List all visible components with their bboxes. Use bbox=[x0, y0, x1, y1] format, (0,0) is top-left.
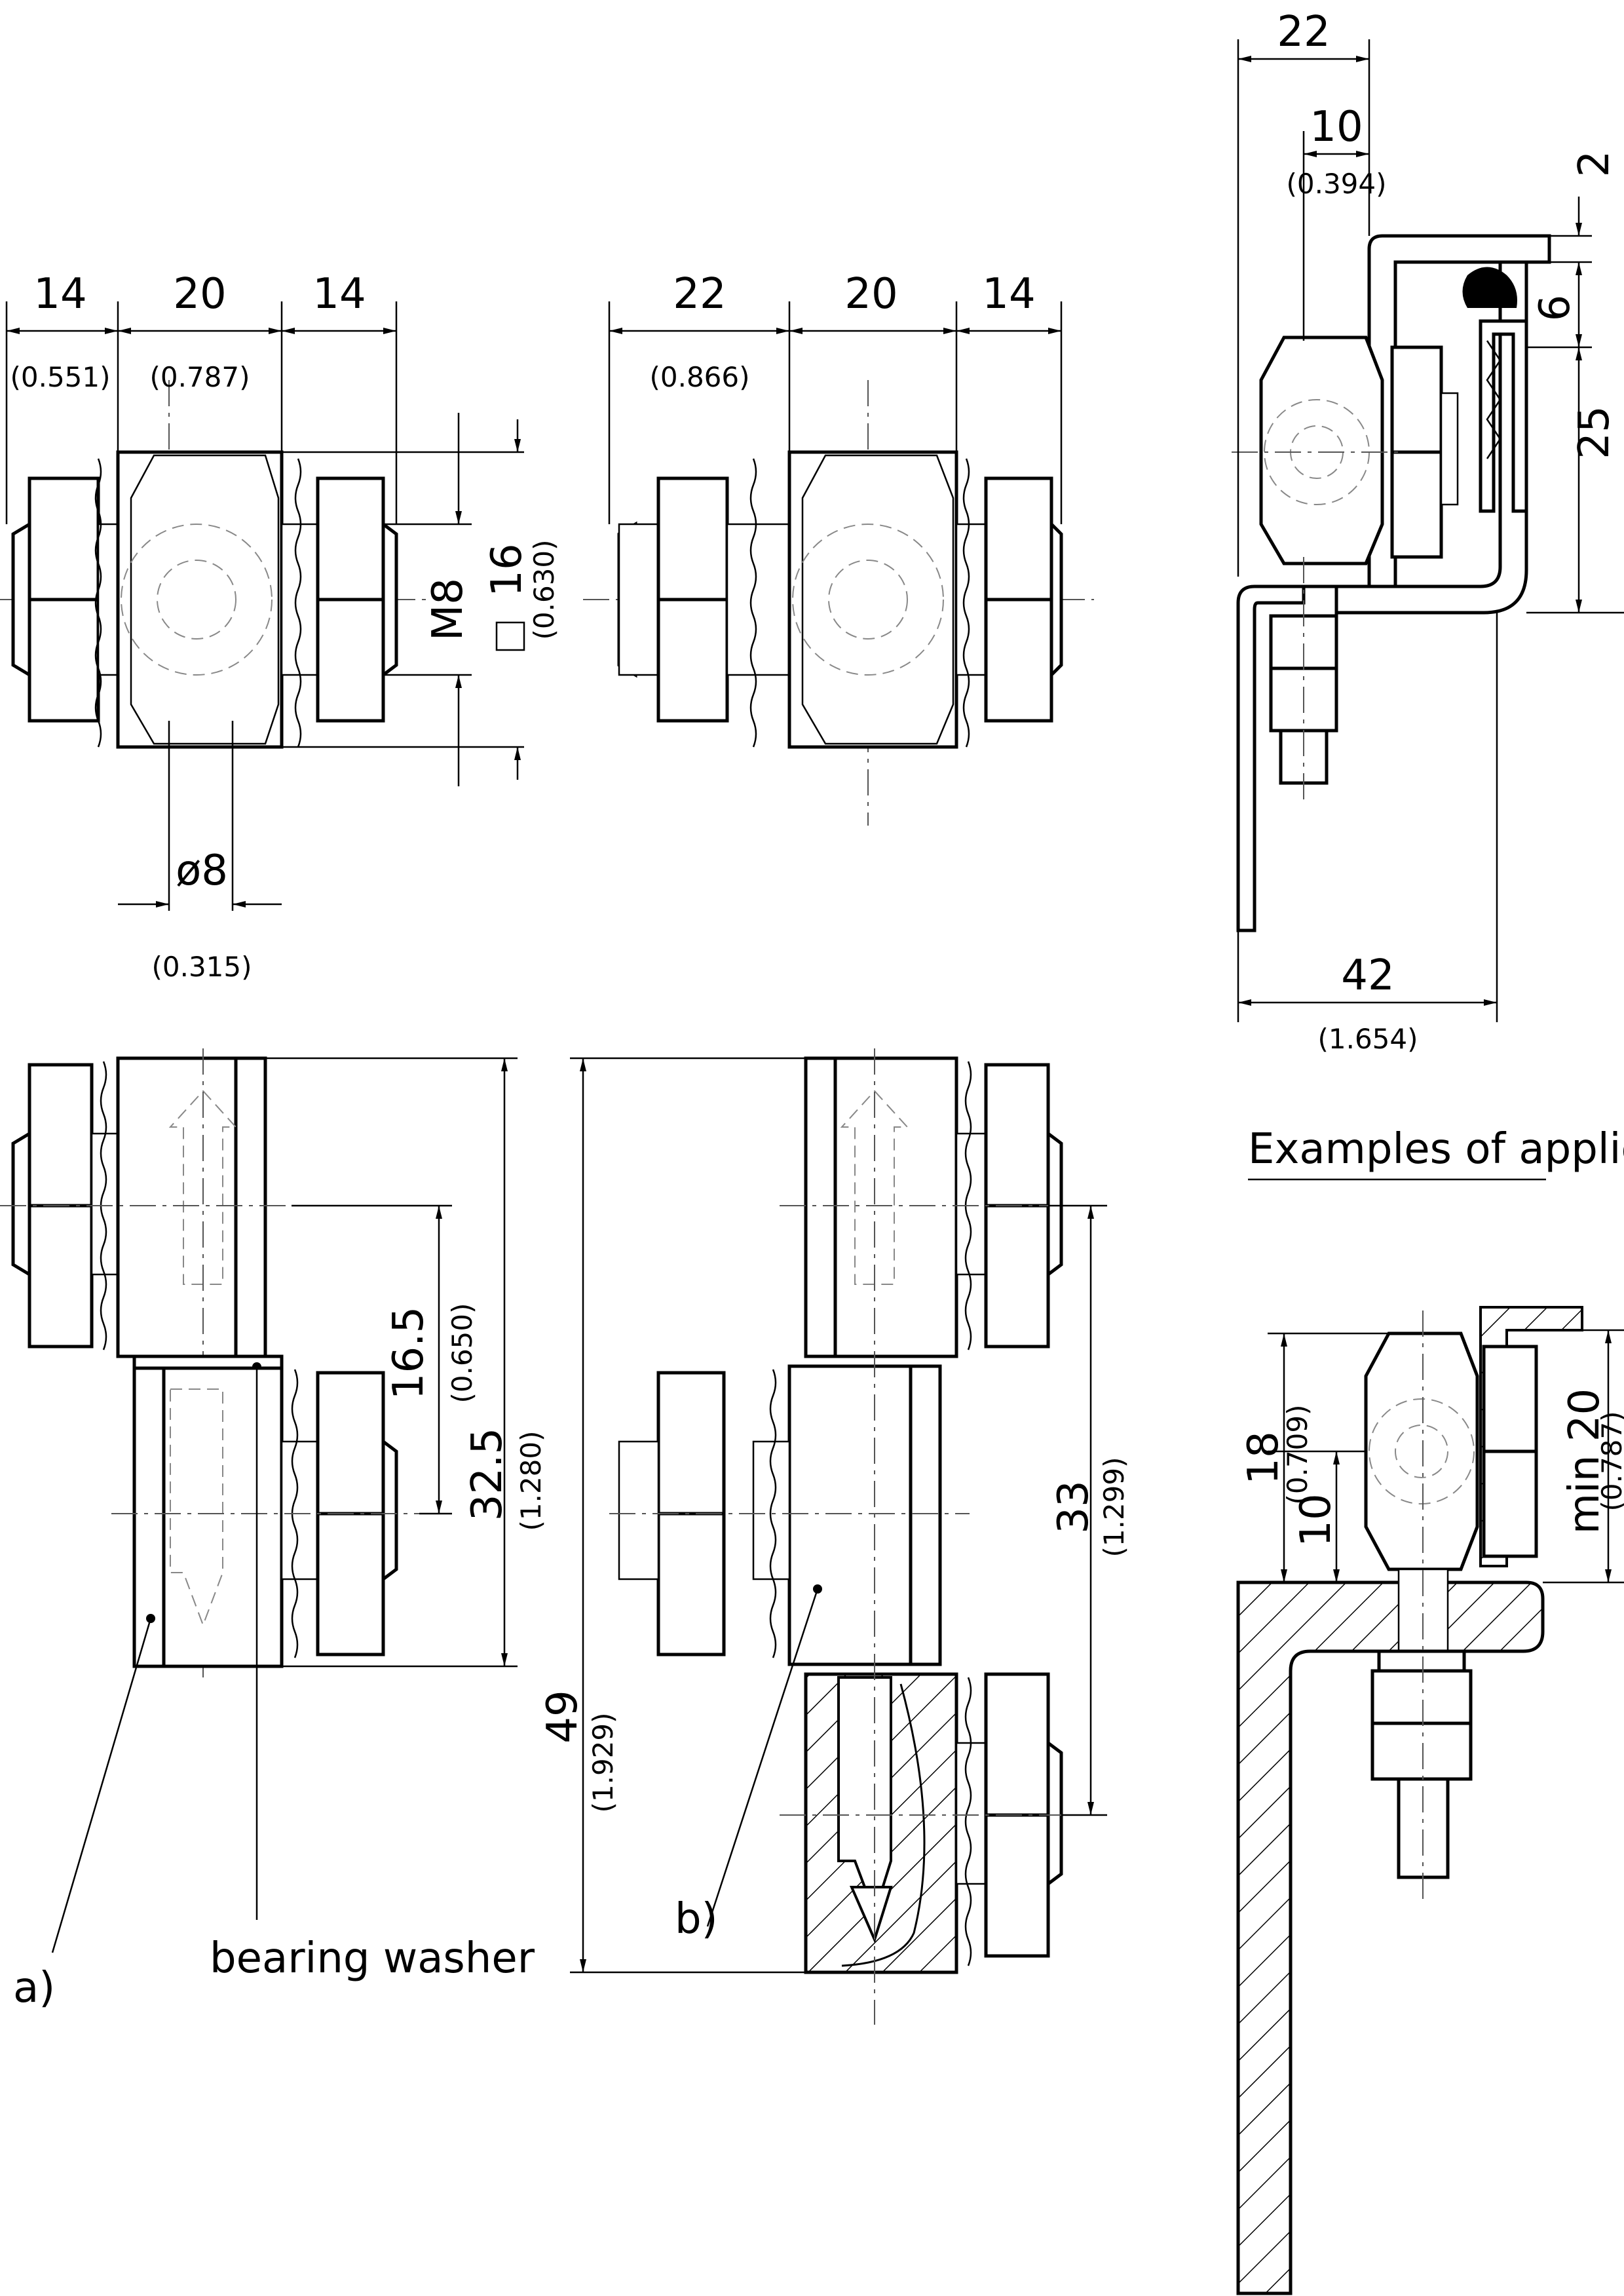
app-dim-10: 10 bbox=[1310, 103, 1363, 151]
dim-total-49-inch: (1.929) bbox=[587, 1712, 619, 1812]
dim-14-left: 14 bbox=[33, 270, 86, 318]
app2-dim-min20: min 20 bbox=[1560, 1388, 1609, 1534]
dim-square-16-inch: (0.630) bbox=[528, 539, 560, 640]
dim-square-16: 16 bbox=[483, 543, 531, 596]
app-dim-25: 25 bbox=[1570, 406, 1619, 459]
dim-offset-33-inch: (1.299) bbox=[1098, 1457, 1130, 1557]
label-b: b) bbox=[675, 1895, 718, 1943]
label-a: a) bbox=[13, 1964, 55, 2012]
label-bearing-washer: bearing washer bbox=[210, 1934, 535, 1983]
bottom-mid-view: 49 (1.929) 33 (1.299) b) bbox=[538, 1048, 1130, 2025]
dim-height-32-5-inch: (1.280) bbox=[515, 1430, 547, 1531]
top-mid-view: 22 (0.866) 20 14 bbox=[583, 270, 1094, 826]
app-dim-2: 2 bbox=[1570, 151, 1619, 178]
application-bottom-view: 18 (0.709) 10 min 20 (0.787) bbox=[1236, 1306, 1624, 2295]
dim-pin-diameter-inch: (0.315) bbox=[151, 951, 252, 983]
dim-14-left-inch: (0.551) bbox=[10, 361, 110, 393]
app2-dim-18: 18 bbox=[1239, 1431, 1288, 1484]
top-left-view: 14 (0.551) 20 (0.787) 14 M8 16 (0.630) ø… bbox=[0, 270, 560, 983]
app-dim-42: 42 bbox=[1341, 951, 1394, 1000]
app2-dim-10: 10 bbox=[1292, 1493, 1340, 1546]
app2-dim-18-inch: (0.709) bbox=[1281, 1404, 1313, 1504]
dim-offset-16-5-inch: (0.650) bbox=[446, 1303, 478, 1403]
app2-dim-min20-inch: (0.787) bbox=[1596, 1411, 1624, 1511]
app-dim-42-inch: (1.654) bbox=[1317, 1023, 1418, 1055]
app-dim-22: 22 bbox=[1277, 8, 1330, 56]
dim-22-inch: (0.866) bbox=[649, 361, 749, 393]
dim-14-mid: 14 bbox=[982, 270, 1035, 318]
dim-14-right: 14 bbox=[312, 270, 366, 318]
application-top-view: 22 10 (0.394) 2 6 25 42 (1.654) bbox=[1232, 8, 1624, 1055]
bottom-left-view: 16.5 (0.650) 32.5 (1.280) a) bearing was… bbox=[0, 1048, 547, 2012]
dim-offset-33: 33 bbox=[1049, 1480, 1098, 1533]
dim-total-49: 49 bbox=[538, 1690, 587, 1743]
dim-20-inch: (0.787) bbox=[149, 361, 250, 393]
dim-thread-m8: M8 bbox=[424, 578, 472, 641]
dim-20-mid: 20 bbox=[844, 270, 897, 318]
app-dim-10-inch: (0.394) bbox=[1286, 168, 1386, 200]
dim-22: 22 bbox=[673, 270, 726, 318]
dim-pin-diameter: ø8 bbox=[176, 847, 228, 895]
dim-offset-16-5: 16.5 bbox=[385, 1307, 433, 1400]
app-dim-6: 6 bbox=[1531, 295, 1579, 322]
dim-20: 20 bbox=[173, 270, 226, 318]
dim-height-32-5: 32.5 bbox=[463, 1428, 512, 1521]
application-caption: Examples of application bbox=[1248, 1125, 1624, 1174]
